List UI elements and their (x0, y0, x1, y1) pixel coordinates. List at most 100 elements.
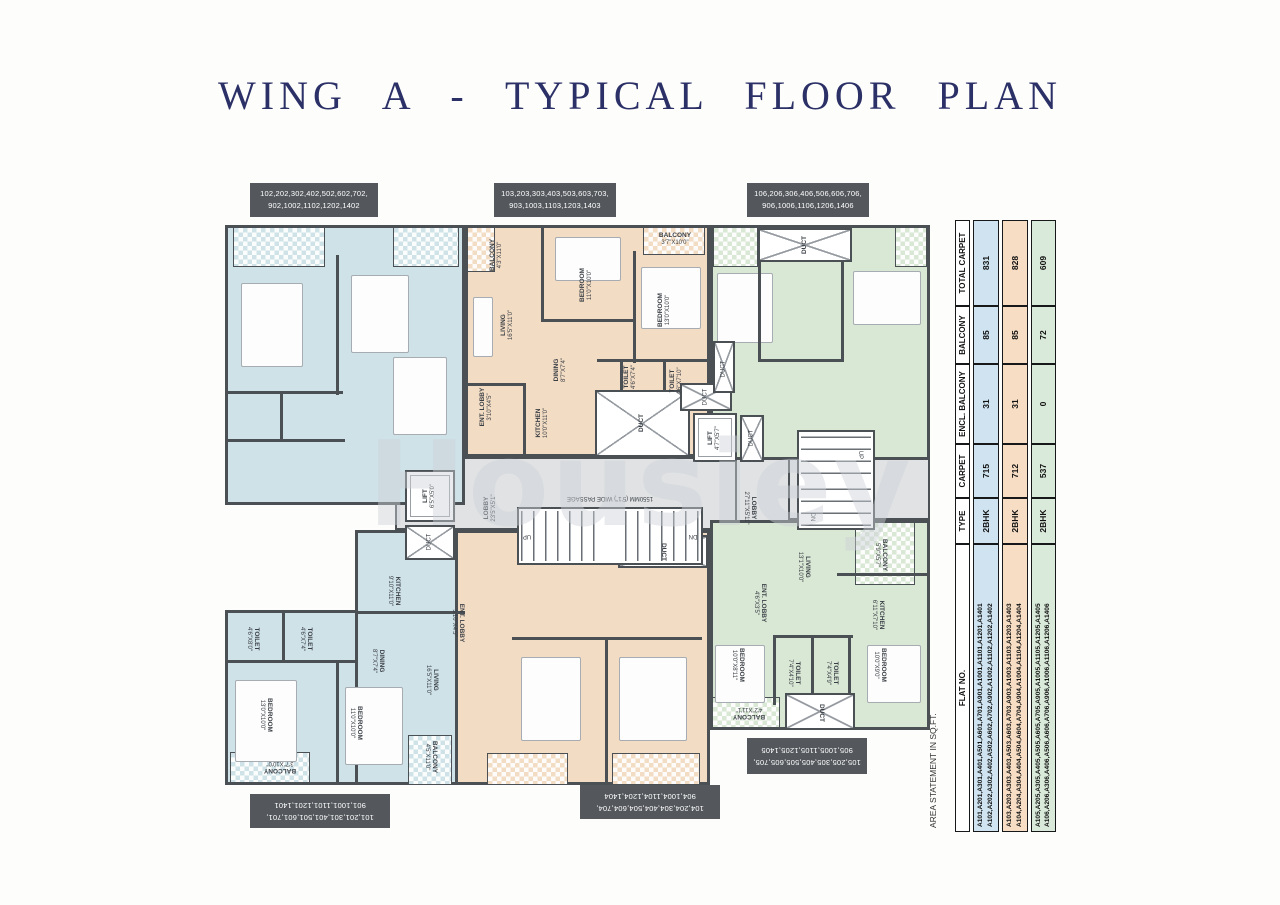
plan-text-label: DN (688, 532, 698, 539)
area-value-cell: 2BHK (1001, 498, 1028, 544)
area-value-cell: 0 (1030, 364, 1057, 444)
area-value-cell: 831 (973, 220, 999, 306)
balcony-checker (612, 753, 700, 785)
area-value-cell: 715 (973, 444, 999, 498)
area-value-cell: 85 (1001, 306, 1028, 364)
balcony-checker (408, 735, 452, 785)
wall-segment (225, 660, 358, 663)
wall-segment (633, 251, 636, 363)
flat-numbers-line: A102,A202,A302,A402,A502,A602,A702,A902,… (986, 603, 994, 827)
plan-text-label: 1550MM (5'1") WIDE PASSAGE (566, 494, 654, 501)
area-value-cell: 31 (1001, 364, 1028, 444)
flat-numbers-cell: A101,A201,A301,A401,A501,A601,A701,A901,… (973, 544, 999, 832)
duct-box (595, 390, 690, 457)
wall-segment (282, 613, 285, 661)
wall-segment (758, 359, 844, 362)
balcony-checker (643, 227, 705, 255)
furniture (351, 275, 409, 353)
flat-numbers-line: A106,A206,A306,A406,A506,A606,A706,A906,… (1044, 603, 1052, 827)
flat-numbers-cell: A103,A203,A303,A403,A503,A603,A703,A903,… (1001, 544, 1028, 832)
table-column-header: FLAT NO. (955, 544, 970, 832)
unit-number-line: 103,203,303,403,503,603,703, (501, 189, 609, 199)
unit-number-line: 902,1002,1102,1202,1402 (268, 201, 360, 210)
wall-segment (620, 359, 623, 415)
furniture (241, 283, 303, 367)
wall-segment (336, 663, 339, 785)
area-value-cell: 31 (973, 364, 999, 444)
balcony-checker (233, 227, 325, 267)
balcony-checker (467, 227, 495, 272)
table-column-header: CARPET (955, 444, 970, 498)
unit-number-box: 106,206,306,406,506,606,706,906,1006,110… (747, 183, 869, 217)
furniture (619, 657, 687, 741)
table-column-header: BALCONY (955, 306, 970, 364)
page-title: WING A - TYPICAL FLOOR PLAN (218, 73, 1062, 118)
unit-number-box: 102,202,302,402,502,602,702,902,1002,110… (250, 183, 378, 217)
plan-text-label: UP (856, 450, 863, 460)
unit-number-line: 905,1005,1105,1205,1405 (761, 746, 853, 755)
plan-text-label: DUCT (426, 533, 433, 551)
area-value-cell: 2BHK (973, 498, 999, 544)
area-value-cell: 609 (1030, 220, 1057, 306)
furniture (235, 680, 297, 762)
furniture (853, 271, 921, 325)
duct-box (713, 341, 735, 393)
plan-text-label: DUCT (660, 542, 668, 562)
wall-segment (280, 391, 283, 441)
plan-text-label: DUCT (748, 429, 755, 447)
flat-numbers-line: A105,A205,A305,A405,A505,A605,A705,A905,… (1034, 603, 1042, 827)
duct-box (740, 415, 764, 462)
wall-segment (848, 635, 851, 705)
plan-text-label: DUCT (637, 413, 645, 433)
furniture (555, 237, 621, 281)
wall-segment (225, 391, 343, 394)
furniture (867, 645, 921, 703)
stair-flight (801, 486, 871, 526)
furniture (521, 657, 581, 741)
furniture (641, 267, 701, 329)
stair-flight (625, 511, 699, 561)
unit-number-box: 105,205,305,405,505,605,705,905,1005,110… (747, 738, 867, 774)
furniture (715, 645, 765, 703)
table-column-header: TOTAL CARPET (955, 220, 970, 306)
unit-number-box: 103,203,303,403,503,603,703,903,1003,110… (494, 183, 616, 217)
balcony-checker (393, 227, 459, 267)
plan-text-label: DN (808, 512, 815, 522)
furniture (473, 297, 493, 357)
plan-text-label: DUCT (818, 703, 826, 723)
balcony-checker (895, 227, 927, 267)
unit-number-line: 904,1004,1104,1204,1404 (604, 792, 696, 801)
duct-box (405, 525, 455, 560)
balcony-checker (487, 753, 568, 785)
wall-segment (841, 261, 844, 361)
area-value-cell: 537 (1030, 444, 1057, 498)
area-value-cell: 712 (1001, 444, 1028, 498)
staircase-main (517, 507, 703, 565)
lift-box (693, 413, 737, 462)
stair-flight (801, 434, 871, 474)
